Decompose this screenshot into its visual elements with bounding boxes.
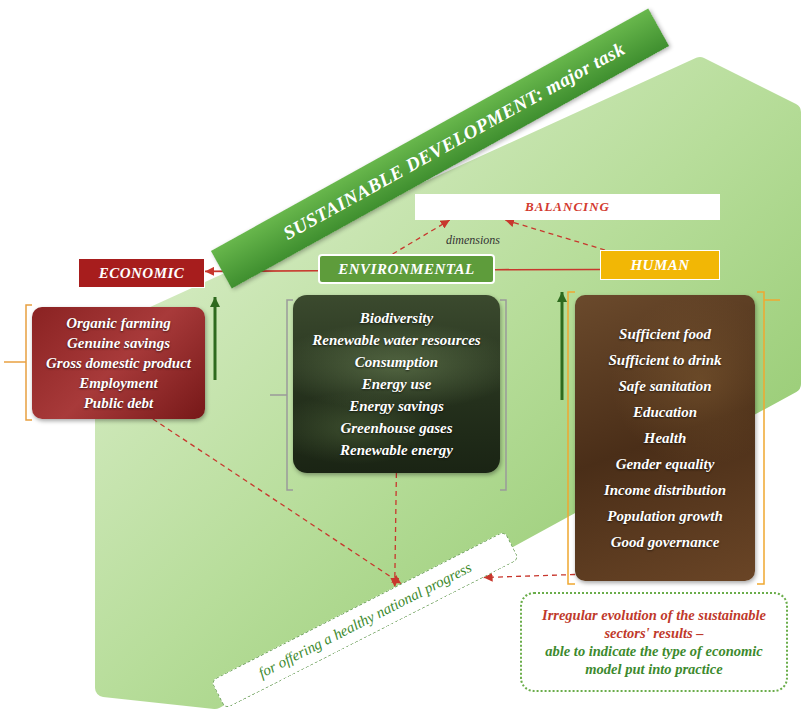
indicator-item: Education (585, 399, 745, 425)
indicator-item: Renewable water resources (311, 329, 482, 351)
note-text: Irregular evolution of the sustainable s… (534, 606, 774, 642)
dimension-label: ECONOMIC (78, 258, 205, 288)
connector (393, 220, 450, 254)
indicator-item: Employment (40, 373, 197, 393)
indicator-item: Organic farming (40, 313, 197, 333)
indicator-item: Public debt (40, 393, 197, 413)
dimension-name: ENVIRONMENTAL (328, 259, 485, 279)
indicator-list: Sufficient foodSufficient to drinkSafe s… (575, 295, 755, 581)
dimension-label: ENVIRONMENTAL (318, 254, 495, 284)
indicator-item: Biodiversity (311, 307, 482, 329)
bracket (568, 292, 780, 584)
dimension-caption: dimensions (446, 233, 500, 247)
indicator-item: Greenhouse gases (311, 417, 482, 439)
indicator-item: Sufficient to drink (585, 347, 745, 373)
bracket (500, 300, 506, 490)
connector (495, 269, 600, 271)
rise-arrow (214, 297, 217, 380)
bracket (568, 292, 575, 584)
indicator-list: BiodiversityRenewable water resourcesCon… (293, 295, 500, 473)
indicator-item: Population growth (585, 503, 745, 529)
indicator-item: Consumption (311, 351, 482, 373)
note-text: able to indicate the type of economic mo… (534, 642, 774, 678)
balance-box: BALANCING (415, 194, 720, 220)
connector (395, 473, 397, 587)
bracket-tick (764, 299, 780, 301)
bracket (757, 292, 764, 584)
bracket-tick (270, 394, 287, 396)
dimension-label: HUMAN (600, 250, 720, 280)
indicator-item: Renewable energy (311, 439, 482, 461)
bracket (4, 305, 32, 420)
dimension-name: ECONOMIC (87, 263, 196, 283)
dimension-name: HUMAN (609, 255, 711, 275)
connector (505, 220, 605, 250)
indicator-item: Gross domestic product (40, 353, 197, 373)
indicator-item: Energy savings (311, 395, 482, 417)
note-box: Irregular evolution of the sustainable s… (520, 592, 788, 692)
indicator-item: Safe sanitation (585, 373, 745, 399)
indicator-item: Energy use (311, 373, 482, 395)
indicator-item: Sufficient food (585, 321, 745, 347)
indicator-item: Health (585, 425, 745, 451)
indicator-item: Good governance (585, 529, 745, 555)
rise-arrow (561, 292, 564, 400)
bracket-tick (4, 361, 26, 363)
indicator-item: Gender equality (585, 451, 745, 477)
indicator-item: Income distribution (585, 477, 745, 503)
connector (484, 575, 575, 578)
indicator-item: Genuine savings (40, 333, 197, 353)
indicator-list: Organic farmingGenuine savingsGross dome… (32, 307, 205, 419)
balance-text: BALANCING (419, 198, 716, 216)
